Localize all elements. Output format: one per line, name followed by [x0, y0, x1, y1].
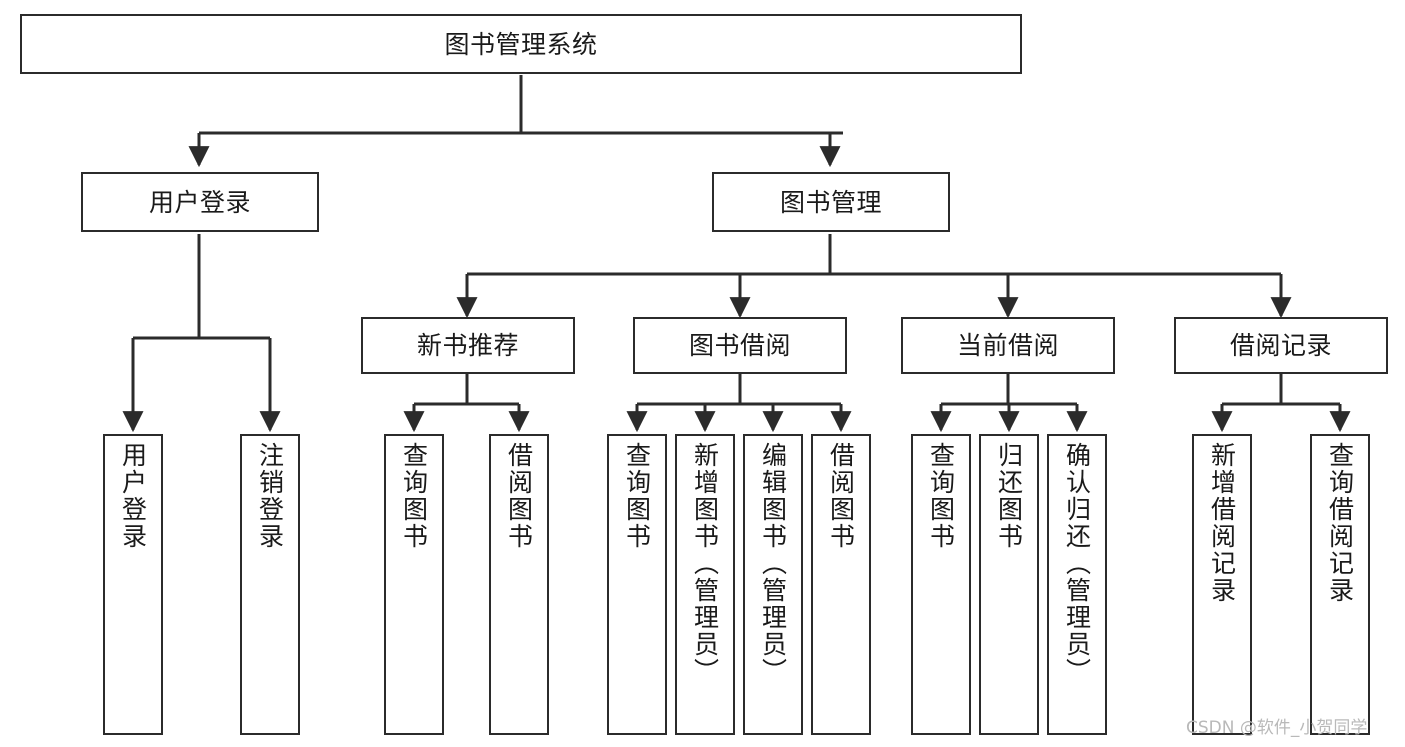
- node-label: 归还图书: [994, 442, 1024, 550]
- node-new-book-recommend[interactable]: 新书推荐: [361, 317, 575, 374]
- leaf-user-login[interactable]: 用户登录: [103, 434, 163, 735]
- node-label: 图书管理系统: [444, 29, 598, 59]
- node-book-borrow[interactable]: 图书借阅: [633, 317, 847, 374]
- leaf-borrow-book[interactable]: 借阅图书: [811, 434, 871, 735]
- node-book-management[interactable]: 图书管理: [712, 172, 950, 232]
- node-label: 图书借阅: [688, 331, 791, 360]
- node-label: 用户登录: [118, 442, 148, 550]
- node-label: 新增借阅记录: [1207, 442, 1237, 604]
- leaf-query-book-newbook[interactable]: 查询图书: [384, 434, 444, 735]
- leaf-query-book-borrow[interactable]: 查询图书: [607, 434, 667, 735]
- node-label: 查询图书: [622, 442, 652, 550]
- node-label: 新书推荐: [416, 331, 519, 360]
- node-label: 图书管理: [779, 187, 882, 217]
- node-label: 当前借阅: [956, 331, 1059, 360]
- leaf-confirm-return-admin[interactable]: 确认归还（管理员）: [1047, 434, 1107, 735]
- node-label: 借阅图书: [826, 442, 856, 550]
- leaf-add-borrow-record[interactable]: 新增借阅记录: [1192, 434, 1252, 735]
- leaf-logout[interactable]: 注销登录: [240, 434, 300, 735]
- node-label: 查询图书: [926, 442, 956, 550]
- node-label: 查询借阅记录: [1325, 442, 1355, 604]
- node-current-borrow[interactable]: 当前借阅: [901, 317, 1115, 374]
- node-borrow-record[interactable]: 借阅记录: [1174, 317, 1388, 374]
- leaf-borrow-book-newbook[interactable]: 借阅图书: [489, 434, 549, 735]
- node-label: 查询图书: [399, 442, 429, 550]
- node-user-login[interactable]: 用户登录: [81, 172, 319, 232]
- node-label: 编辑图书（管理员）: [758, 442, 788, 685]
- leaf-query-book-current[interactable]: 查询图书: [911, 434, 971, 735]
- node-label: 借阅记录: [1229, 331, 1332, 360]
- node-label: 借阅图书: [504, 442, 534, 550]
- node-label: 确认归还（管理员）: [1062, 442, 1092, 685]
- leaf-query-borrow-record[interactable]: 查询借阅记录: [1310, 434, 1370, 735]
- leaf-edit-book-admin[interactable]: 编辑图书（管理员）: [743, 434, 803, 735]
- leaf-add-book-admin[interactable]: 新增图书（管理员）: [675, 434, 735, 735]
- node-label: 用户登录: [148, 187, 251, 217]
- node-label: 注销登录: [255, 442, 285, 550]
- leaf-return-book[interactable]: 归还图书: [979, 434, 1039, 735]
- node-label: 新增图书（管理员）: [690, 442, 720, 685]
- node-root-system[interactable]: 图书管理系统: [20, 14, 1022, 74]
